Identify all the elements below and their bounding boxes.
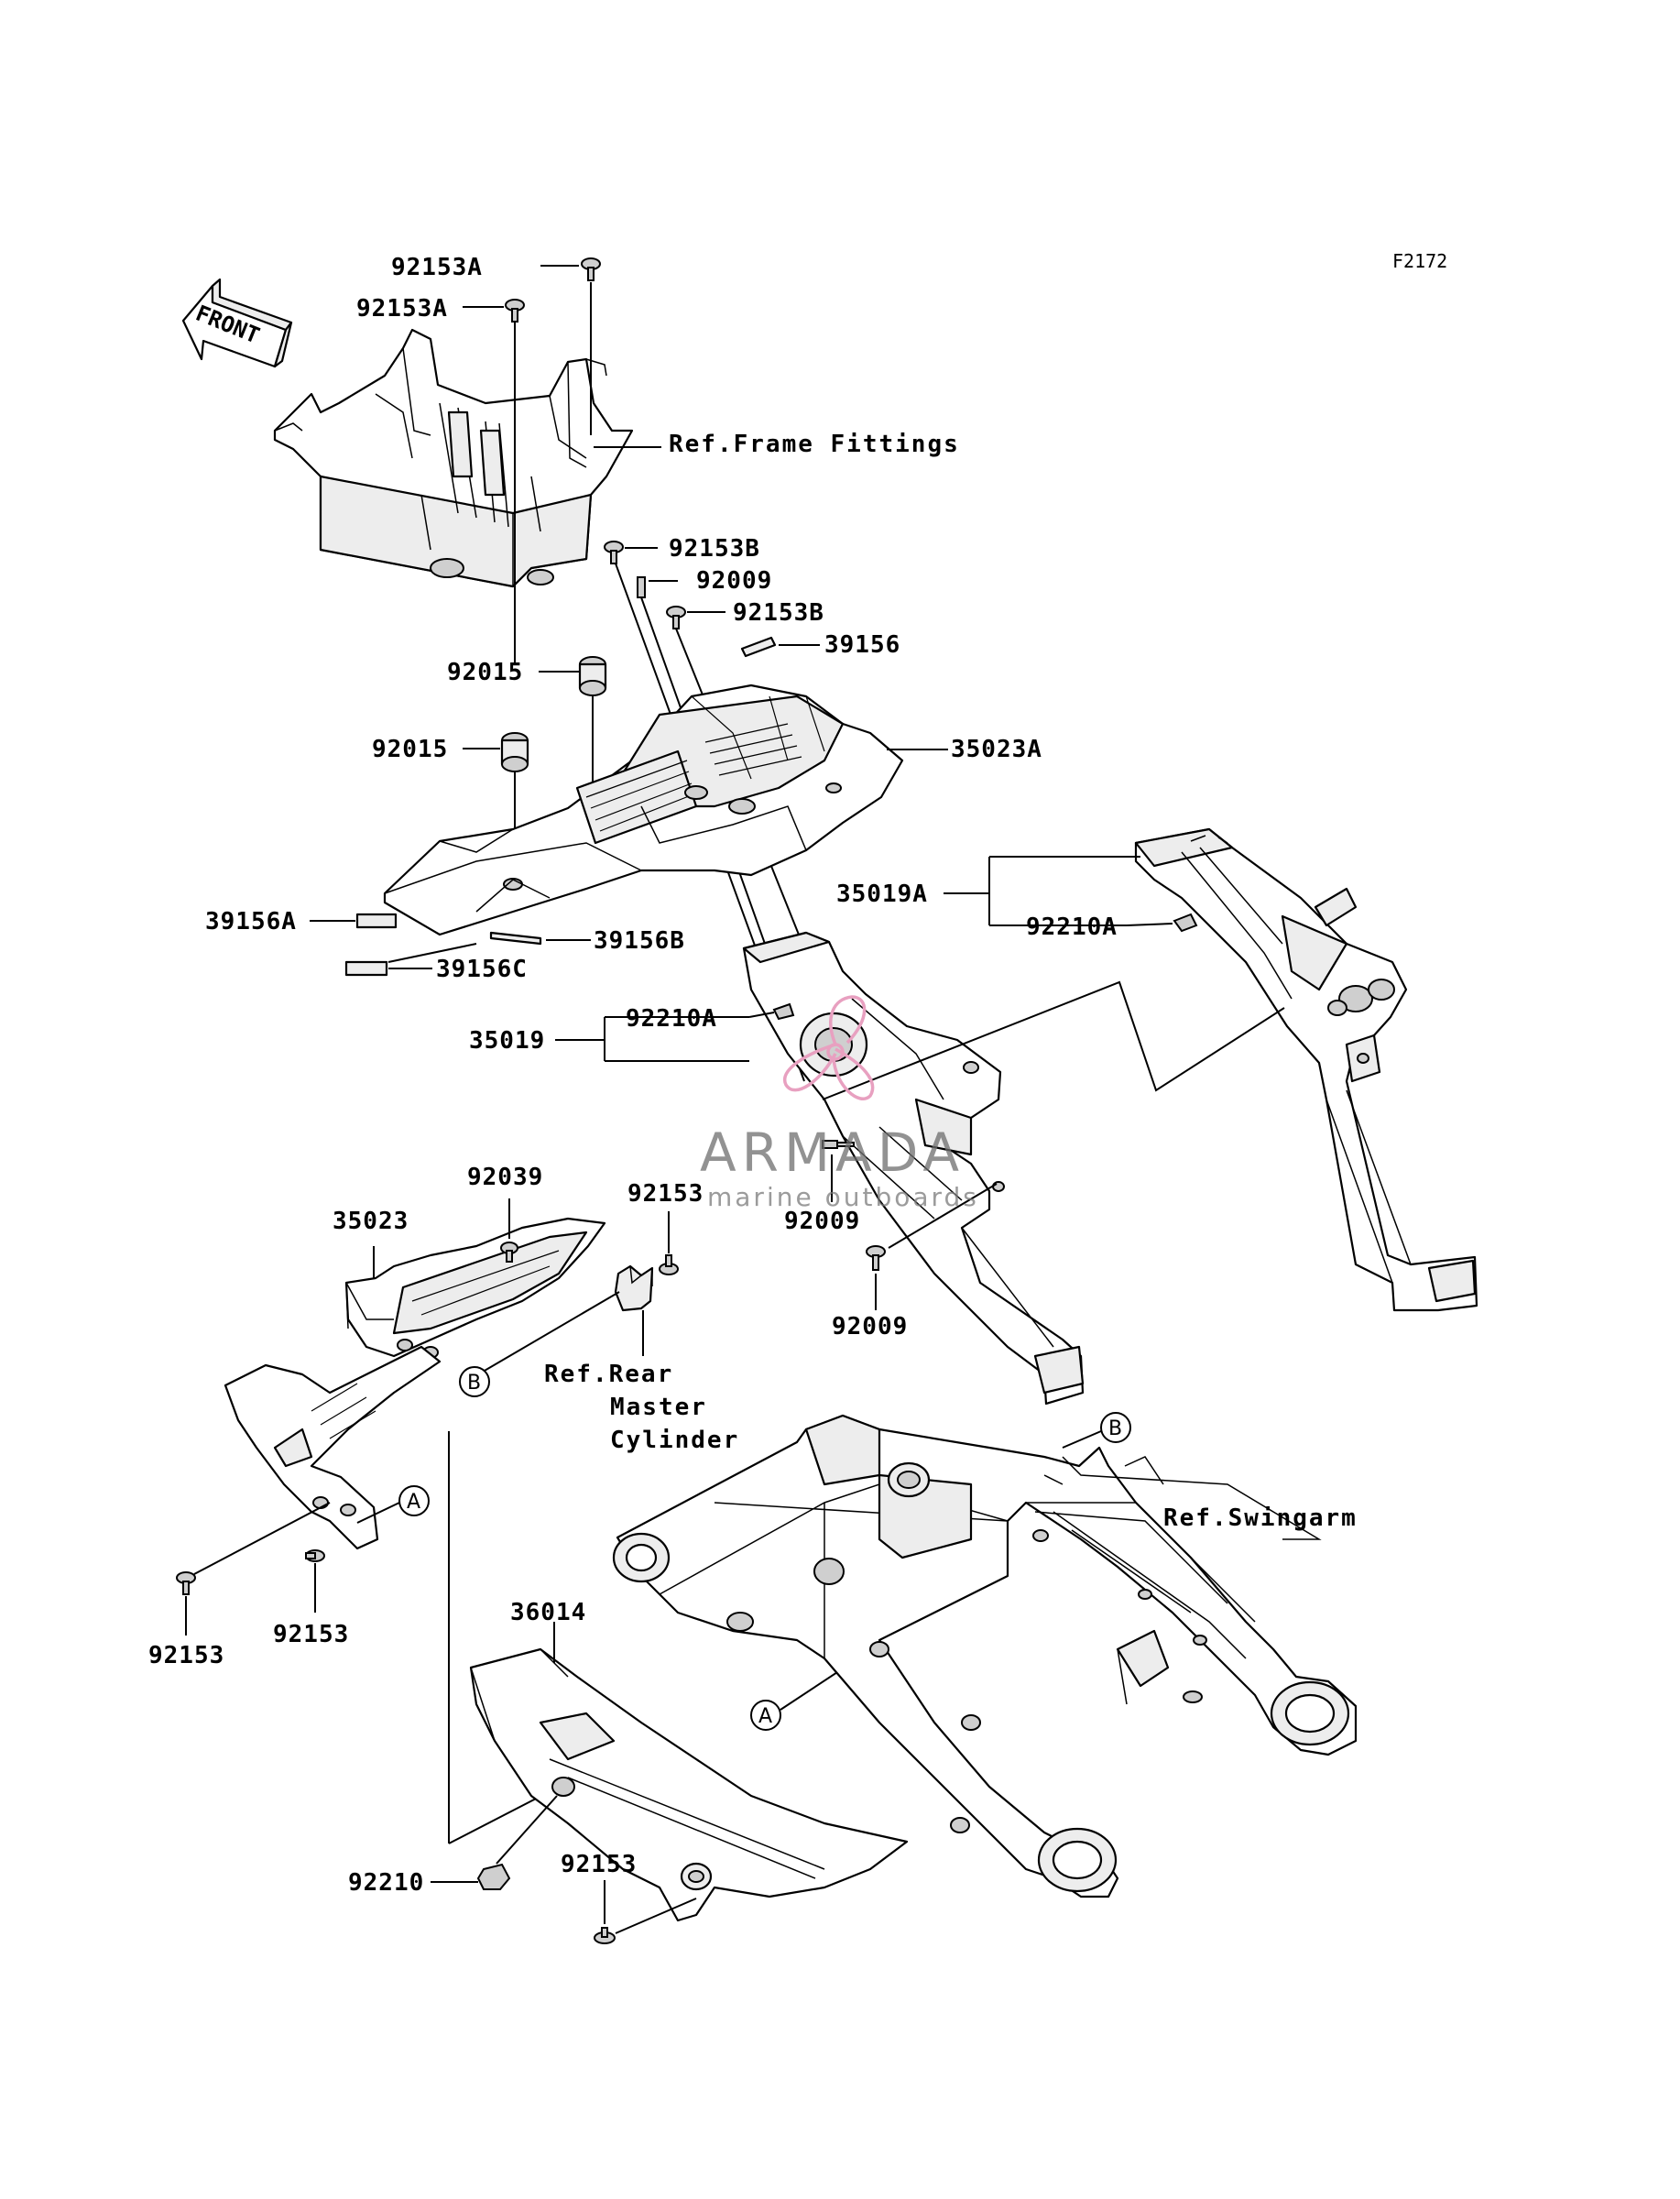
- ref-swingarm: Ref.Swingarm: [1163, 1504, 1358, 1532]
- bolt-92009-2: [822, 1140, 855, 1149]
- watermark-brand: ARMADA: [700, 1121, 965, 1184]
- screw-92153B-1: [604, 541, 624, 564]
- callout-39156B: 39156B: [594, 927, 685, 955]
- callout-39156A: 39156A: [205, 908, 297, 935]
- callout-92015-1: 92015: [447, 659, 523, 686]
- sticker-39156C: [344, 960, 388, 977]
- callout-39156C: 39156C: [436, 956, 528, 983]
- grommet-92015-1: [578, 656, 607, 696]
- screw-92153A-2: [505, 299, 525, 323]
- swingarm: [612, 1414, 1358, 1898]
- clip-92210A-1: [1173, 913, 1198, 933]
- callout-92153B-1: 92153B: [669, 535, 760, 563]
- figure-code: F2172: [1392, 250, 1447, 272]
- screw-92153A-1: [581, 257, 601, 281]
- callout-92009-2: 92009: [784, 1208, 860, 1235]
- rear-master-cylinder-bracket: [614, 1264, 654, 1312]
- bolt-92009-3: [866, 1245, 886, 1271]
- svg-text:A: A: [407, 1491, 420, 1514]
- callout-92153-4: 92153: [561, 1851, 637, 1878]
- nut-92210: [476, 1863, 511, 1890]
- bolt-92153-3: [305, 1549, 325, 1562]
- watermark: ARMADA marine outboards: [700, 995, 979, 1212]
- callout-92210: 92210: [348, 1869, 424, 1897]
- plate-39156: [740, 636, 777, 658]
- bolt-92153-4: [594, 1927, 616, 1944]
- callout-92153-1: 92153: [627, 1180, 704, 1208]
- callout-92153-3: 92153: [273, 1621, 349, 1648]
- callout-92210A-1: 92210A: [1026, 914, 1118, 941]
- battery-case: [273, 328, 634, 588]
- connector-a-swingarm: A: [750, 1700, 781, 1731]
- ref-frame-fittings: Ref.Frame Fittings: [669, 431, 960, 458]
- sticker-39156A: [355, 913, 398, 929]
- connector-a-left: A: [398, 1485, 430, 1516]
- callout-35023: 35023: [333, 1208, 409, 1235]
- bolt-92153-2: [176, 1571, 196, 1595]
- watermark-tagline: marine outboards: [707, 1182, 979, 1212]
- callout-92009-1: 92009: [696, 567, 772, 595]
- ref-rear-master-cylinder-1: Ref.Rear: [544, 1361, 673, 1388]
- bolt-92039: [500, 1242, 518, 1263]
- callout-92015-2: 92015: [372, 736, 448, 763]
- bolt-92153-1: [659, 1254, 679, 1275]
- callout-35023A: 35023A: [951, 736, 1042, 763]
- bracket-35019A: [1134, 827, 1478, 1312]
- grommet-92015-2: [500, 732, 529, 772]
- callout-35019: 35019: [469, 1027, 545, 1055]
- callout-36014: 36014: [510, 1599, 586, 1626]
- svg-text:A: A: [758, 1705, 772, 1728]
- chain-guard-lower-plate: [224, 1345, 442, 1550]
- callout-92009-3: 92009: [832, 1313, 908, 1340]
- ref-rear-master-cylinder-3: Cylinder: [610, 1427, 739, 1454]
- propeller-logo-icon: [782, 995, 875, 1100]
- front-arrow-icon: FRONT: [181, 278, 293, 368]
- callout-92153A-1: 92153A: [391, 254, 483, 281]
- callout-92210A-2: 92210A: [626, 1005, 717, 1033]
- ref-rear-master-cylinder-2: Master: [610, 1394, 707, 1421]
- connector-b-upper: B: [459, 1366, 490, 1397]
- chain-guard-35023: [344, 1217, 606, 1359]
- svg-text:B: B: [467, 1372, 481, 1395]
- rear-fender-35023A: [383, 684, 904, 936]
- svg-text:B: B: [1108, 1417, 1122, 1440]
- sticker-39156B: [489, 931, 542, 946]
- bolt-92009-1: [637, 576, 646, 598]
- callout-35019A: 35019A: [836, 881, 928, 908]
- callout-92153A-2: 92153A: [356, 295, 448, 323]
- screw-92153B-2: [666, 606, 686, 629]
- callout-92153B-2: 92153B: [733, 599, 824, 627]
- clip-92210A-2: [772, 1002, 795, 1021]
- chain-cover-36014: [469, 1647, 909, 1922]
- callout-92153-2: 92153: [148, 1642, 224, 1669]
- callout-92039: 92039: [467, 1164, 543, 1191]
- connector-b-right: B: [1100, 1412, 1131, 1443]
- callout-39156: 39156: [824, 631, 900, 659]
